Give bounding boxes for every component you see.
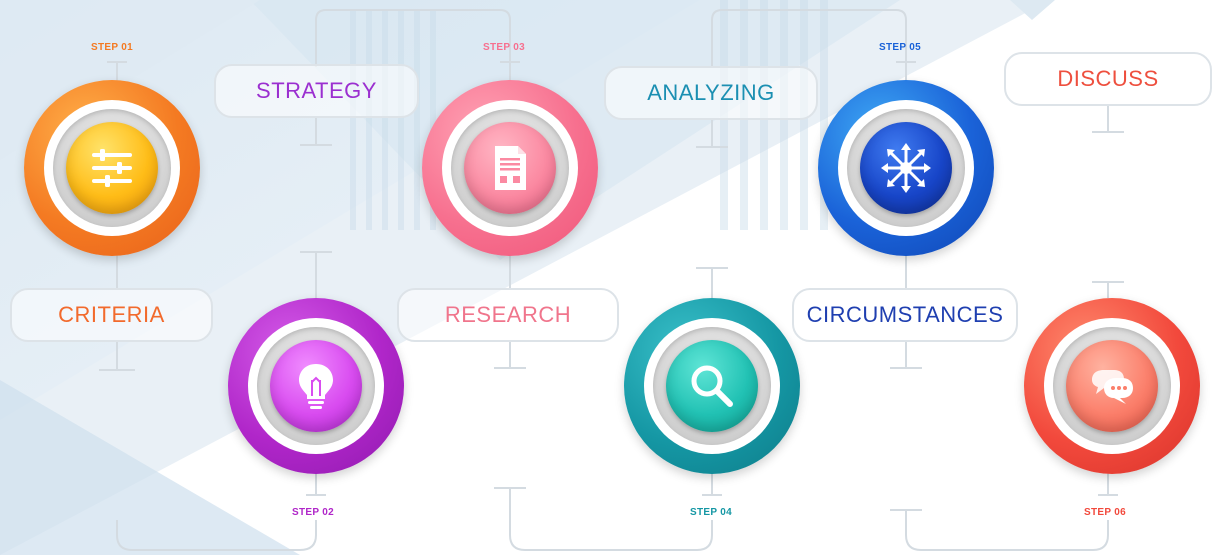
step-label-03: STEP 03: [483, 42, 525, 53]
step-label-05: STEP 05: [879, 42, 921, 53]
step-circle-04: [624, 298, 800, 474]
lightbulb-icon: [299, 364, 333, 409]
step-label-01: STEP 01: [91, 42, 133, 53]
step-circle-01: [24, 80, 200, 256]
step-title-analyzing: ANALYZING: [647, 80, 775, 105]
magnifier-icon: [691, 365, 733, 407]
title-box-discuss: DISCUSS: [1004, 52, 1212, 106]
step-circle-05: [818, 80, 994, 256]
step-title-discuss: DISCUSS: [1057, 66, 1159, 91]
step-title-circumstances: CIRCUMSTANCES: [806, 302, 1004, 327]
document-icon: [495, 146, 526, 190]
step-title-criteria: CRITERIA: [58, 302, 165, 327]
title-box-analyzing: ANALYZING: [604, 66, 818, 120]
title-box-circumstances: CIRCUMSTANCES: [792, 288, 1018, 342]
network-arrows-icon: [881, 143, 931, 193]
title-box-strategy: STRATEGY: [214, 64, 419, 118]
title-box-research: RESEARCH: [397, 288, 619, 342]
step-circle-06: [1024, 298, 1200, 474]
chat-bubbles-icon: [1092, 370, 1133, 404]
step-label-04: STEP 04: [690, 507, 732, 518]
step-title-research: RESEARCH: [444, 302, 572, 327]
step-circle-03: [422, 80, 598, 256]
title-box-criteria: CRITERIA: [10, 288, 213, 342]
sliders-icon: [92, 149, 132, 187]
step-label-02: STEP 02: [292, 507, 334, 518]
step-label-06: STEP 06: [1084, 507, 1126, 518]
step-title-strategy: STRATEGY: [256, 78, 377, 103]
step-circle-02: [228, 298, 404, 474]
